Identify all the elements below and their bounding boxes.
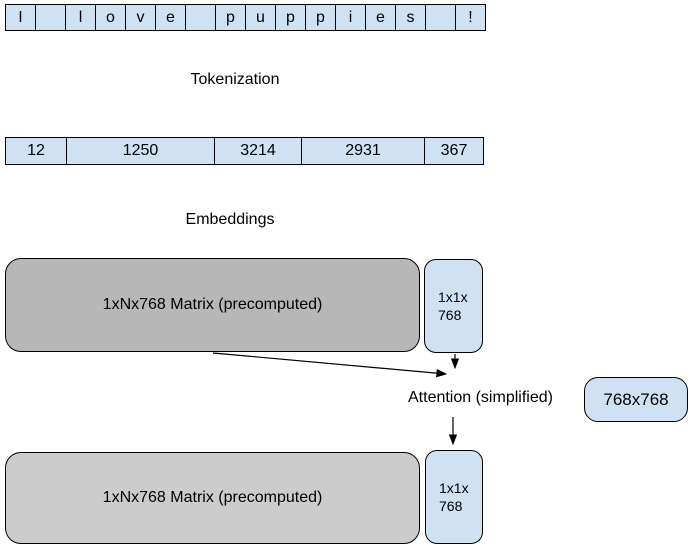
embedding-vector-line1: 1x1x bbox=[438, 288, 468, 305]
token-id-cell: 3214 bbox=[214, 138, 301, 164]
token-id-cell: 367 bbox=[424, 138, 483, 164]
attention-label: Attention (simplified) bbox=[408, 389, 553, 406]
embedding-matrix-label: 1xNx768 Matrix (precomputed) bbox=[102, 296, 323, 313]
sentence-cell bbox=[425, 5, 455, 30]
embedding-vector-box: 1x1x 768 bbox=[424, 259, 483, 353]
sentence-token-row: I l o v e p u p p i e s ! bbox=[5, 4, 486, 31]
sentence-cell: o bbox=[95, 5, 125, 30]
output-vector-line1: 1x1x bbox=[439, 479, 469, 496]
sentence-cell: i bbox=[335, 5, 365, 30]
sentence-cell: e bbox=[155, 5, 185, 30]
sentence-cell: l bbox=[65, 5, 95, 30]
attention-weights-label: 768x768 bbox=[603, 389, 669, 409]
attention-weights-box: 768x768 bbox=[584, 377, 688, 422]
sentence-cell: ! bbox=[455, 5, 485, 30]
tokenization-label: Tokenization bbox=[190, 71, 280, 88]
embedding-matrix-box: 1xNx768 Matrix (precomputed) bbox=[5, 258, 420, 352]
token-id-cell: 2931 bbox=[301, 138, 424, 164]
token-id-cell: 12 bbox=[27, 142, 45, 159]
output-vector-line2: 768 bbox=[439, 498, 463, 514]
sentence-cell: p bbox=[275, 5, 305, 30]
sentence-cell: p bbox=[215, 5, 245, 30]
arrow-matrix-to-attention bbox=[212, 352, 448, 378]
token-id-cell: 1250 bbox=[66, 138, 214, 164]
embeddings-label: Embeddings bbox=[185, 211, 275, 228]
sentence-cell: I bbox=[18, 8, 23, 26]
embedding-vector-line2: 768 bbox=[438, 307, 462, 323]
sentence-cell: e bbox=[365, 5, 395, 30]
output-matrix-label: 1xNx768 Matrix (precomputed) bbox=[102, 489, 323, 506]
sentence-cell: s bbox=[395, 5, 425, 30]
sentence-cell: v bbox=[125, 5, 155, 30]
sentence-cell bbox=[185, 5, 215, 30]
sentence-cell: u bbox=[245, 5, 275, 30]
output-vector-box: 1x1x 768 bbox=[425, 450, 483, 544]
sentence-cell bbox=[35, 5, 65, 30]
output-matrix-box: 1xNx768 Matrix (precomputed) bbox=[5, 452, 420, 544]
token-id-row: 12 1250 3214 2931 367 bbox=[5, 137, 484, 165]
sentence-cell: p bbox=[305, 5, 335, 30]
